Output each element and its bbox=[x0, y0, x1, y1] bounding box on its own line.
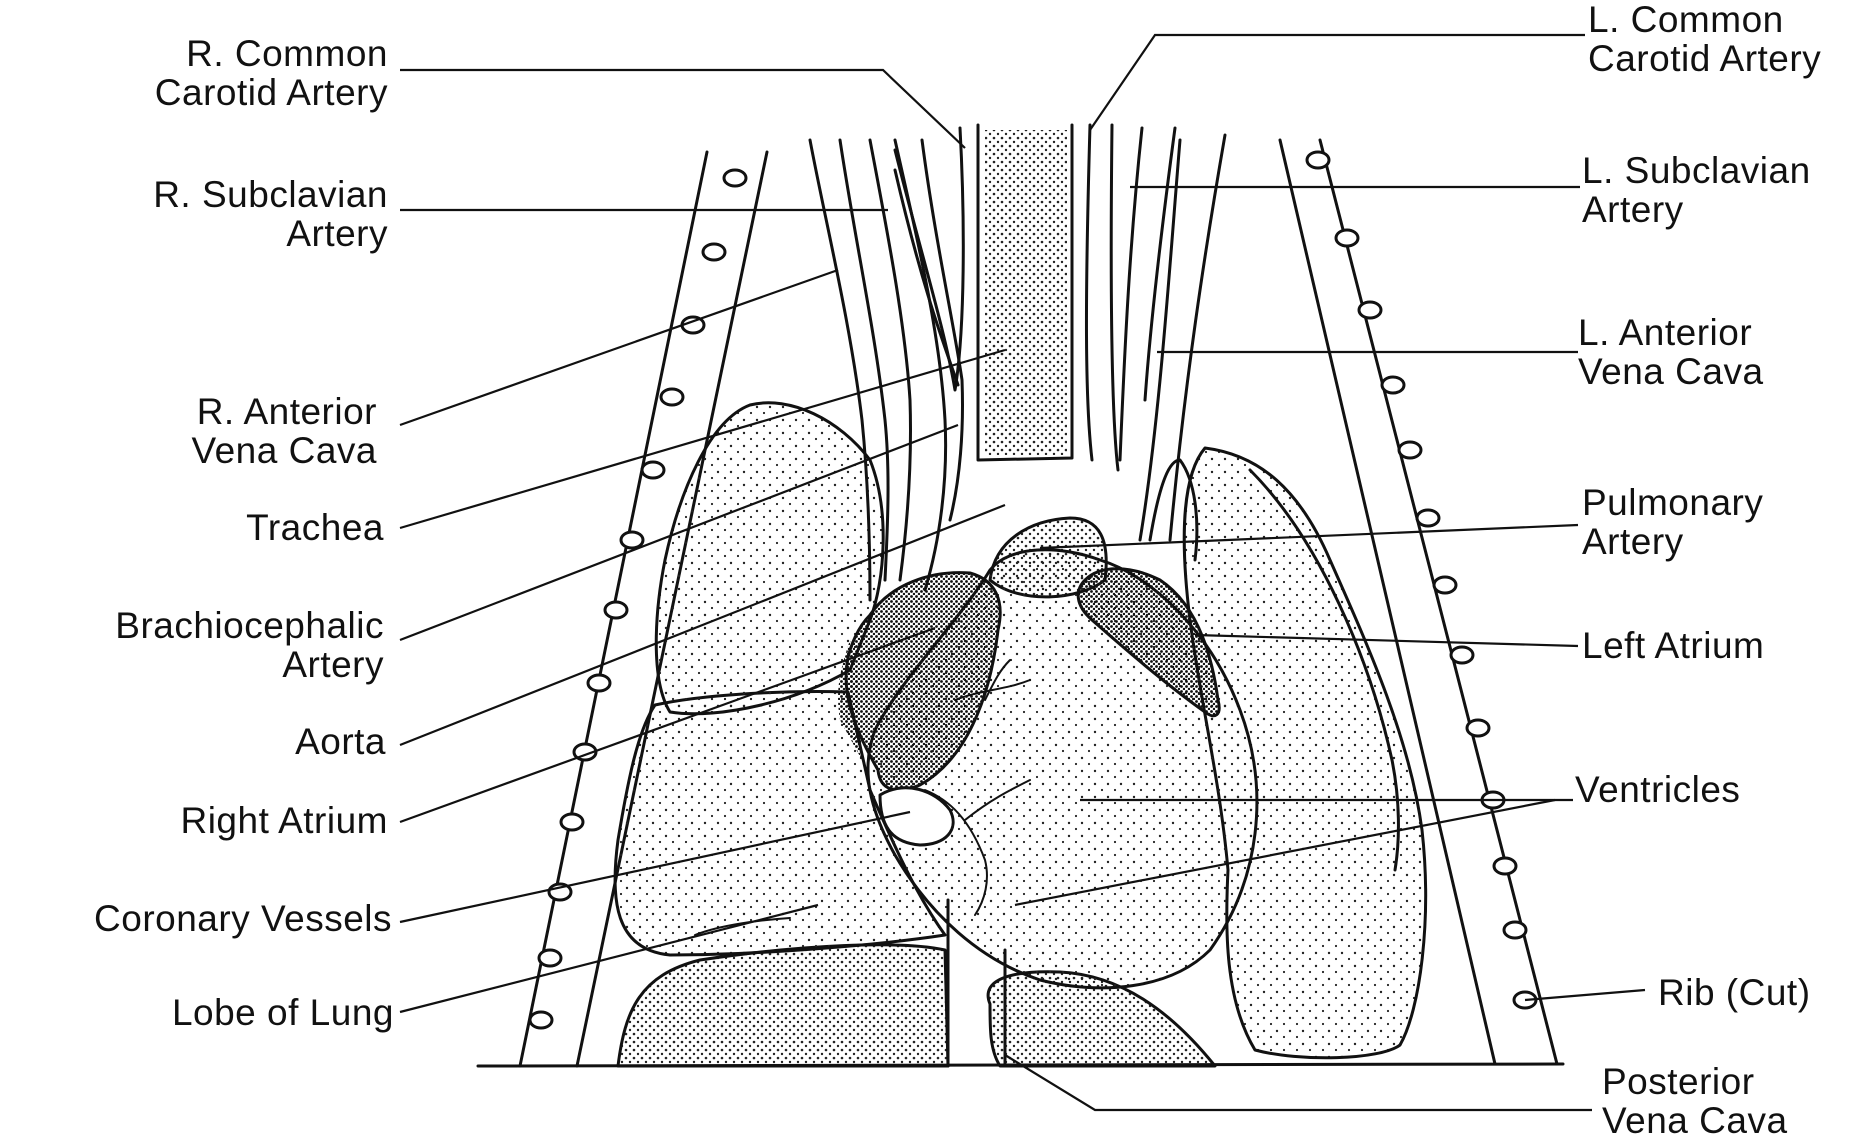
leader-r-common-carotid bbox=[400, 70, 965, 148]
rib-cut-icon bbox=[1336, 230, 1358, 246]
rib-cut-icon bbox=[1359, 302, 1381, 318]
rib-cut-icon bbox=[530, 1012, 552, 1028]
rib-cut-icon bbox=[588, 675, 610, 691]
rib-cut-icon bbox=[1467, 720, 1489, 736]
l-anterior-vena-cava-left bbox=[1140, 140, 1180, 540]
label-trachea: Trachea bbox=[246, 508, 384, 547]
label-left-atrium: Left Atrium bbox=[1582, 626, 1764, 665]
label-l-subclavian-artery: L. Subclavian Artery bbox=[1582, 151, 1811, 229]
label-lobe-of-lung: Lobe of Lung bbox=[172, 993, 394, 1032]
rib-cut-icon bbox=[1307, 152, 1329, 168]
l-carotid-right bbox=[1111, 125, 1118, 470]
leader-l-common-carotid bbox=[1090, 35, 1585, 130]
lung-lobe-lower-left bbox=[618, 945, 948, 1066]
rib-cut-icon bbox=[1494, 858, 1516, 874]
label-aorta: Aorta bbox=[295, 722, 386, 761]
label-pulmonary-artery: Pulmonary Artery bbox=[1582, 483, 1763, 561]
rib-cut-icon bbox=[605, 602, 627, 618]
rib-cut-icon bbox=[642, 462, 664, 478]
rib-cut-icon bbox=[1382, 377, 1404, 393]
label-brachiocephalic-artery: Brachiocephalic Artery bbox=[115, 606, 384, 684]
l-subclavian-left bbox=[1120, 128, 1142, 460]
rib-cut-icon bbox=[661, 389, 683, 405]
l-carotid-left bbox=[1086, 125, 1092, 460]
label-coronary-vessels: Coronary Vessels bbox=[94, 899, 392, 938]
label-r-common-carotid-artery: R. Common Carotid Artery bbox=[155, 34, 388, 112]
label-right-atrium: Right Atrium bbox=[180, 801, 388, 840]
label-l-anterior-vena-cava: L. Anterior Vena Cava bbox=[1578, 313, 1764, 391]
rib-cut-icon bbox=[724, 170, 746, 186]
label-r-subclavian-artery: R. Subclavian Artery bbox=[153, 175, 388, 253]
rib-cut-icon bbox=[539, 950, 561, 966]
label-posterior-vena-cava: Posterior Vena Cava bbox=[1602, 1062, 1788, 1140]
rib-cut-icon bbox=[1417, 510, 1439, 526]
label-ventricles: Ventricles bbox=[1575, 770, 1740, 809]
rib-cut-icon bbox=[1399, 442, 1421, 458]
rib-cut-icon bbox=[703, 244, 725, 260]
label-r-anterior-vena-cava: R. Anterior Vena Cava bbox=[191, 392, 377, 470]
rib-cut-icon bbox=[1451, 647, 1473, 663]
label-rib-cut: Rib (Cut) bbox=[1658, 973, 1811, 1012]
label-l-common-carotid-artery: L. Common Carotid Artery bbox=[1588, 0, 1821, 78]
trachea-rings bbox=[985, 130, 1067, 455]
rib-cut-icon bbox=[561, 814, 583, 830]
rib-cut-icon bbox=[621, 532, 643, 548]
rib-cut-icon bbox=[1504, 922, 1526, 938]
leader-rib-cut bbox=[1525, 990, 1645, 1000]
rib-cut-icon bbox=[1434, 577, 1456, 593]
